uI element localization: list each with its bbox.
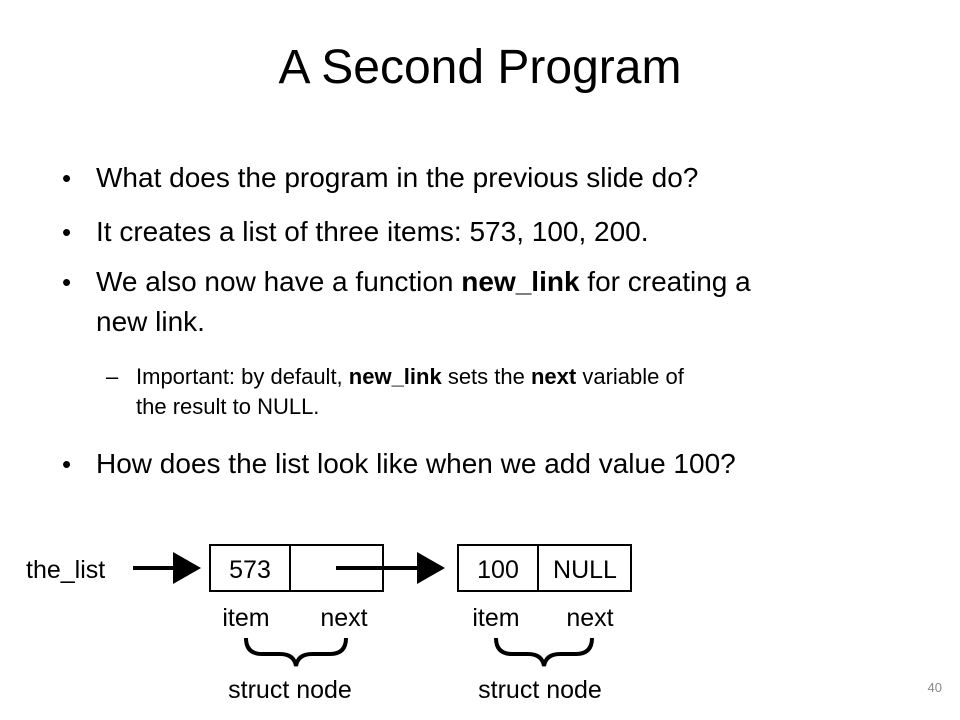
bullet-3: • We also now have a function new_link f… — [62, 262, 751, 342]
node-2-item-label: item — [472, 604, 519, 632]
bullet-2: • It creates a list of three items: 573,… — [62, 212, 649, 252]
node-2-next-label: next — [566, 604, 613, 632]
sub-bullet: – Important: by default, new_link sets t… — [106, 362, 684, 422]
bullet-text-pre: We also now have a function — [96, 266, 462, 297]
bullet-text: What does the program in the previous sl… — [96, 162, 699, 193]
node-2-box — [457, 544, 632, 592]
bullet-marker: • — [62, 217, 72, 247]
bullet-text: How does the list look like when we add … — [96, 448, 736, 479]
node-1-struct-label: struct node — [228, 676, 352, 704]
node-1-brace — [244, 637, 348, 667]
sub-text-post: variable of — [576, 364, 684, 389]
bullet-marker: • — [62, 163, 72, 193]
bullet-marker: • — [62, 449, 72, 479]
bullet-text-post: for creating a — [579, 266, 751, 297]
slide-title: A Second Program — [278, 41, 682, 94]
bullet-4: • How does the list look like when we ad… — [62, 444, 736, 484]
node-2-brace — [494, 637, 594, 667]
node-2-struct-label: struct node — [478, 676, 602, 704]
sub-text-bold2: next — [530, 364, 577, 389]
node-1-item-value: 573 — [229, 556, 271, 584]
node-2: 100 NULL — [457, 544, 632, 592]
bullet-text-bold: new_link — [461, 266, 580, 297]
node-1-next-label: next — [320, 604, 367, 632]
node-2-next-value: NULL — [553, 556, 617, 584]
the-list-label: the_list — [26, 556, 105, 584]
sub-text-mid: sets the — [441, 364, 531, 389]
bullet-text: It creates a list of three items: 573, 1… — [96, 216, 649, 247]
sub-text-pre: Important: by default, — [136, 364, 349, 389]
sub-text-bold1: new_link — [348, 364, 442, 389]
bullet-marker: • — [62, 267, 72, 297]
node-2-item-value: 100 — [477, 556, 519, 584]
bullet-1: • What does the program in the previous … — [62, 158, 699, 198]
bullet-text-line2: new link. — [96, 306, 205, 337]
sub-bullet-marker: – — [106, 364, 119, 389]
node-1-item-label: item — [222, 604, 269, 632]
page-number: 40 — [927, 680, 942, 695]
sub-text-line2: the result to NULL. — [136, 394, 320, 419]
